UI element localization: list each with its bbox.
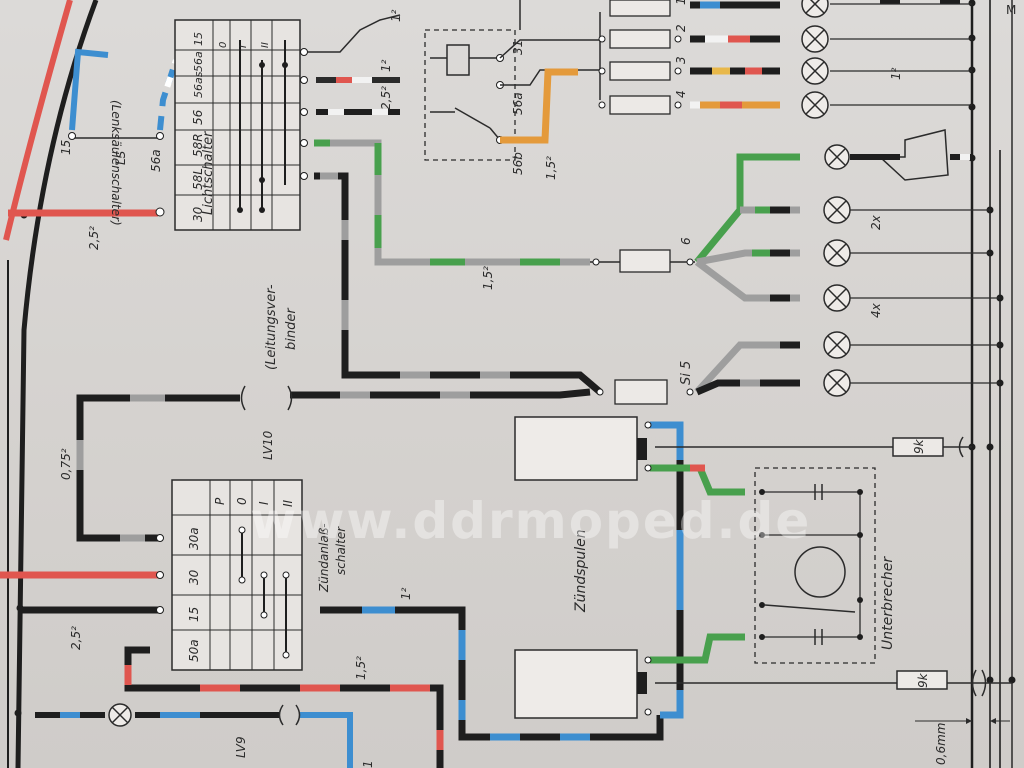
wire-size-15d: 1,5²	[354, 656, 368, 680]
ls-terminal-56: 56	[191, 109, 205, 125]
fuse-number-1: 1	[674, 0, 688, 5]
resistor-9k-top: 9k	[912, 438, 926, 454]
zuendanlass-label: Zündanlaß-	[317, 523, 331, 593]
terminal-15-label: 15	[59, 140, 73, 155]
ls-label: LS	[114, 150, 128, 165]
lv10-label: LV10	[261, 430, 275, 460]
ignition-coil-bottom	[514, 649, 638, 719]
unterbrecher-box	[754, 467, 876, 664]
wire-number-1b: 1	[361, 760, 375, 768]
lichtschalter-label: Lichtschalter	[201, 130, 216, 215]
fuse-number-2: 2	[674, 24, 688, 32]
fuse-number-4: 4	[674, 90, 688, 98]
lenksaeulenschalter-label: (Lenksäulenschalter)	[109, 100, 123, 226]
ls-wire-15-blue	[69, 48, 109, 131]
wire-size-15b: 1,5²	[544, 156, 558, 180]
zs-terminal-15: 15	[187, 607, 201, 622]
lichtschalter-box	[174, 19, 301, 231]
schalter-label: schalter	[334, 526, 348, 575]
position-ii: II	[281, 499, 295, 507]
lv9-label: LV9	[234, 736, 248, 758]
relay-terminal-31: 31	[511, 40, 525, 55]
svg-text:II: II	[260, 42, 271, 48]
wire-size-12top: 1²	[389, 9, 403, 22]
watermark: www.ddrmoped.de	[250, 492, 811, 550]
wire-size-25b: 2,5²	[379, 86, 393, 110]
fuse-si5-label: Si 5	[679, 361, 694, 385]
relay-terminal-56b: 56b	[511, 152, 525, 175]
ls-terminal-58l: 58L	[191, 168, 205, 190]
ls-terminal-15: 15	[192, 32, 205, 46]
wire-size-12b: 1²	[889, 67, 903, 80]
lamp-count-2x: 2x	[869, 214, 883, 230]
wire-size-075: 0,75²	[59, 448, 73, 480]
zs-terminal-50a: 50a	[187, 639, 201, 662]
ls-terminal-30: 30	[191, 206, 205, 222]
edge-letter-m: M	[1006, 3, 1016, 17]
binder-label: binder	[284, 307, 299, 350]
ls-terminal-56a: 56a	[192, 51, 205, 72]
wire-size-25a: 2,5²	[87, 226, 101, 250]
svg-text:I: I	[238, 45, 249, 48]
wire-size-25c: 2,5²	[69, 626, 83, 650]
fuse-number-6: 6	[679, 237, 693, 245]
resistor-9k-bottom: 9k	[916, 672, 930, 688]
zuendspulen-label: Zündspulen	[573, 529, 589, 613]
ls-terminal-58r: 58R	[191, 133, 205, 157]
zs-terminal-30a: 30a	[187, 527, 201, 550]
ls-terminal-56as: 56as	[192, 71, 205, 98]
position-p: P	[213, 497, 227, 505]
leitungsverbinder-label: (Leitungsver-	[264, 284, 279, 370]
wire-size-12c: 1²	[399, 587, 413, 600]
position-i: I	[257, 501, 271, 505]
zs-terminal-30: 30	[187, 569, 201, 585]
gap-0-6mm-label: 0,6mm	[934, 723, 948, 765]
main-ground-bus-black	[15, 0, 99, 768]
unterbrecher-label: Unterbrecher	[880, 556, 896, 650]
relay-terminal-56a: 56a	[511, 92, 525, 115]
position-0: 0	[235, 497, 249, 505]
svg-text:0: 0	[218, 42, 229, 48]
terminal-56a-label: 56a	[149, 149, 163, 172]
zuendanlass-schalter-box	[171, 479, 303, 671]
wire-size-12a: 1²	[379, 59, 393, 72]
fuse-number-3: 3	[674, 56, 688, 64]
ignition-coil-top	[514, 416, 638, 481]
lamp-count-4x: 4x	[869, 302, 883, 318]
wire-size-15c: 1,5²	[481, 266, 495, 290]
